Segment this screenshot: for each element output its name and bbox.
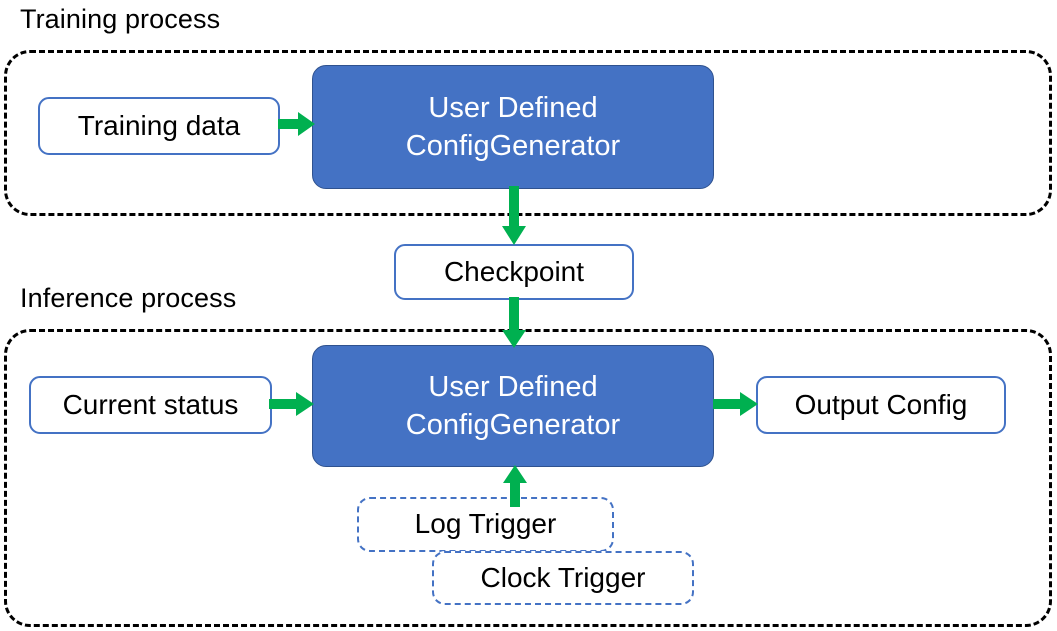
clock-trigger-label: Clock Trigger bbox=[480, 561, 646, 593]
training-data-node[interactable]: Training data bbox=[38, 97, 280, 155]
current-status-node[interactable]: Current status bbox=[29, 376, 272, 434]
training-process-container bbox=[4, 50, 1052, 216]
arrow-training-data-to-generator-icon bbox=[278, 110, 316, 138]
clock-trigger-node[interactable]: Clock Trigger bbox=[432, 551, 694, 605]
training-data-label: Training data bbox=[77, 109, 241, 141]
inference-process-label: Inference process bbox=[20, 283, 237, 313]
training-process-label: Training process bbox=[20, 4, 221, 34]
log-trigger-node[interactable]: Log Trigger bbox=[357, 497, 614, 552]
output-config-node[interactable]: Output Config bbox=[756, 376, 1006, 434]
user-defined-configgenerator-inference-node[interactable]: User Defined ConfigGenerator bbox=[312, 345, 714, 467]
inference-process-container bbox=[4, 329, 1052, 627]
current-status-label: Current status bbox=[62, 388, 239, 420]
generator-training-line1: User Defined bbox=[428, 91, 598, 124]
arrow-trigger-to-generator-icon bbox=[501, 465, 529, 507]
arrow-generator-to-output-config-icon bbox=[713, 390, 759, 418]
log-trigger-label: Log Trigger bbox=[414, 508, 557, 540]
generator-inference-line2: ConfigGenerator bbox=[405, 409, 621, 441]
checkpoint-node[interactable]: Checkpoint bbox=[394, 244, 634, 300]
arrow-current-status-to-generator-icon bbox=[269, 390, 315, 418]
generator-training-line2: ConfigGenerator bbox=[405, 130, 621, 162]
checkpoint-label: Checkpoint bbox=[443, 255, 585, 287]
arrow-checkpoint-to-generator-icon bbox=[500, 297, 528, 349]
user-defined-configgenerator-training-node[interactable]: User Defined ConfigGenerator bbox=[312, 65, 714, 189]
generator-inference-line1: User Defined bbox=[428, 370, 598, 403]
arrow-generator-to-checkpoint-icon bbox=[500, 186, 528, 246]
output-config-label: Output Config bbox=[794, 388, 968, 420]
